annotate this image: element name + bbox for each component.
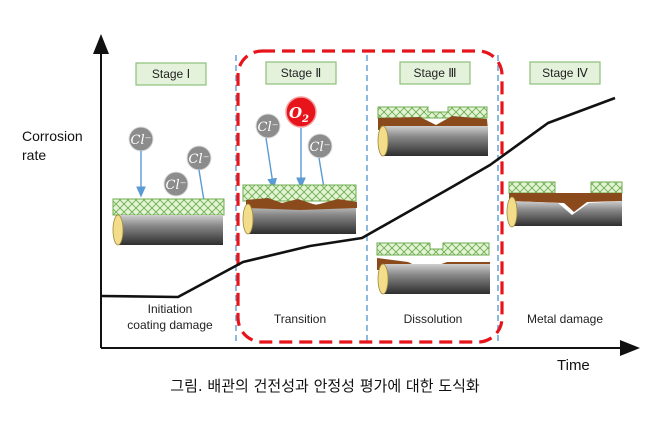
rust-layer	[509, 193, 622, 212]
cl-ion-1: Cl⁻	[128, 126, 154, 152]
phase-label-initiation: Initiation	[148, 302, 193, 316]
pipe-body	[512, 201, 622, 226]
stage-3-box	[399, 61, 471, 85]
svg-text:Cl⁻: Cl⁻	[131, 133, 152, 148]
pipe-end	[242, 203, 254, 235]
coating-layer	[377, 106, 488, 119]
phase-label-dissolution: Dissolution	[404, 312, 463, 326]
coating-layer	[112, 198, 225, 216]
phase-labels: Initiation coating damage Transition Dis…	[127, 302, 603, 332]
phase-label-metal-damage: Metal damage	[527, 312, 603, 326]
cl-ion-3: Cl⁻	[186, 145, 212, 171]
pipe-body	[383, 126, 488, 156]
stage-2-label: Stage Ⅱ	[281, 66, 322, 80]
phase-label-coating-damage: coating damage	[127, 318, 213, 332]
corrosion-rate-curve	[101, 96, 616, 299]
svg-text:Cl⁻: Cl⁻	[258, 120, 279, 135]
stage-labels: Stage Ⅰ Stage Ⅱ Stage Ⅲ Stage Ⅳ	[135, 61, 601, 86]
y-axis-label-line1: Corrosion	[22, 128, 83, 144]
rust-layer	[246, 198, 357, 210]
svg-text:Cl⁻: Cl⁻	[189, 152, 210, 167]
oxygen-molecule: O2	[285, 96, 317, 128]
stage-2-illustration: O2 Cl⁻ Cl⁻	[242, 96, 357, 235]
coating-layer	[242, 184, 357, 202]
stage-3-label: Stage Ⅲ	[414, 66, 457, 80]
stage-2-box	[265, 61, 337, 85]
stage-1-box	[135, 62, 207, 86]
pipe-end	[377, 125, 389, 157]
coating-layer	[376, 242, 490, 256]
stage-1-label: Stage Ⅰ	[152, 67, 190, 81]
y-axis-label-line2: rate	[22, 147, 46, 163]
phase-label-transition: Transition	[274, 312, 326, 326]
figure-caption: 그림. 배관의 건전성과 안정성 평가에 대한 도식화	[170, 377, 480, 395]
stage-4-label: Stage Ⅳ	[542, 66, 588, 80]
coating-layer	[508, 181, 623, 194]
cl-ion-5: Cl⁻	[307, 133, 333, 159]
pipe-body	[118, 215, 223, 245]
axes: Corrosion rate Time	[22, 34, 640, 374]
pipe-body	[383, 264, 490, 294]
stage-3-illustration	[376, 106, 490, 295]
stage-dividers	[235, 55, 499, 345]
transition-dissolution-highlight	[236, 49, 504, 344]
stage-1-illustration: Cl⁻ Cl⁻ Cl⁻	[112, 126, 225, 246]
svg-text:O2: O2	[289, 104, 309, 125]
stage-4-illustration	[506, 181, 623, 228]
pipe-end	[377, 263, 389, 295]
ion-arrow	[265, 137, 278, 190]
svg-text:Cl⁻: Cl⁻	[166, 178, 187, 193]
svg-text:Cl⁻: Cl⁻	[310, 140, 331, 155]
pipe-end	[506, 196, 518, 228]
cl-ion-2: Cl⁻	[163, 171, 189, 197]
stage-4-box	[529, 61, 601, 85]
cl-ion-4: Cl⁻	[255, 113, 281, 139]
pipe-end	[112, 214, 124, 246]
x-axis-label: Time	[557, 357, 590, 374]
